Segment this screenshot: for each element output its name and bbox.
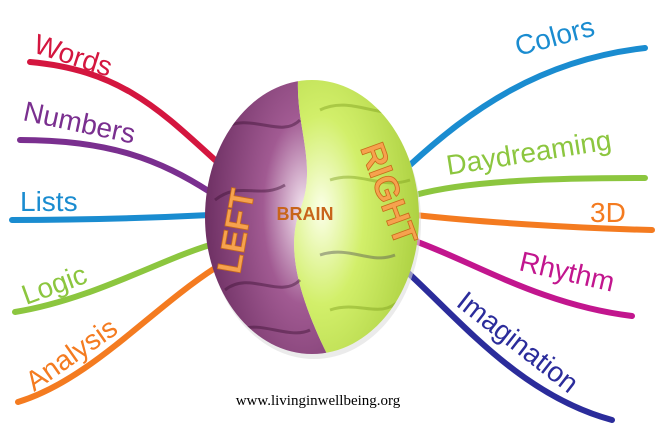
branch-label-3d: 3D — [590, 197, 626, 228]
branch-line-imagination — [402, 267, 615, 423]
right-hemisphere — [294, 80, 419, 354]
branch-line-analysis — [15, 265, 218, 405]
branch-label-daydreaming: Daydreaming — [444, 124, 613, 181]
branch-line-words — [27, 59, 218, 163]
branch-line-logic — [12, 242, 213, 315]
brain-title: BRAIN — [277, 204, 334, 224]
branch-line-numbers — [17, 137, 213, 195]
branch-label-colors: Colors — [512, 11, 598, 62]
website-credit: www.livinginwellbeing.org — [236, 393, 401, 409]
branch-line-colors — [407, 45, 648, 168]
branch-line-3d — [412, 212, 655, 233]
brain-illustration: LEFT RIGHT BRAIN — [205, 80, 425, 359]
branch-line-daydreaming — [412, 175, 648, 198]
branch-line-rhythm — [409, 237, 635, 319]
branch-label-words: Words — [30, 28, 116, 82]
left-hemisphere — [205, 80, 330, 354]
branch-line-lists — [9, 212, 213, 223]
branch-label-lists: Lists — [20, 186, 78, 217]
